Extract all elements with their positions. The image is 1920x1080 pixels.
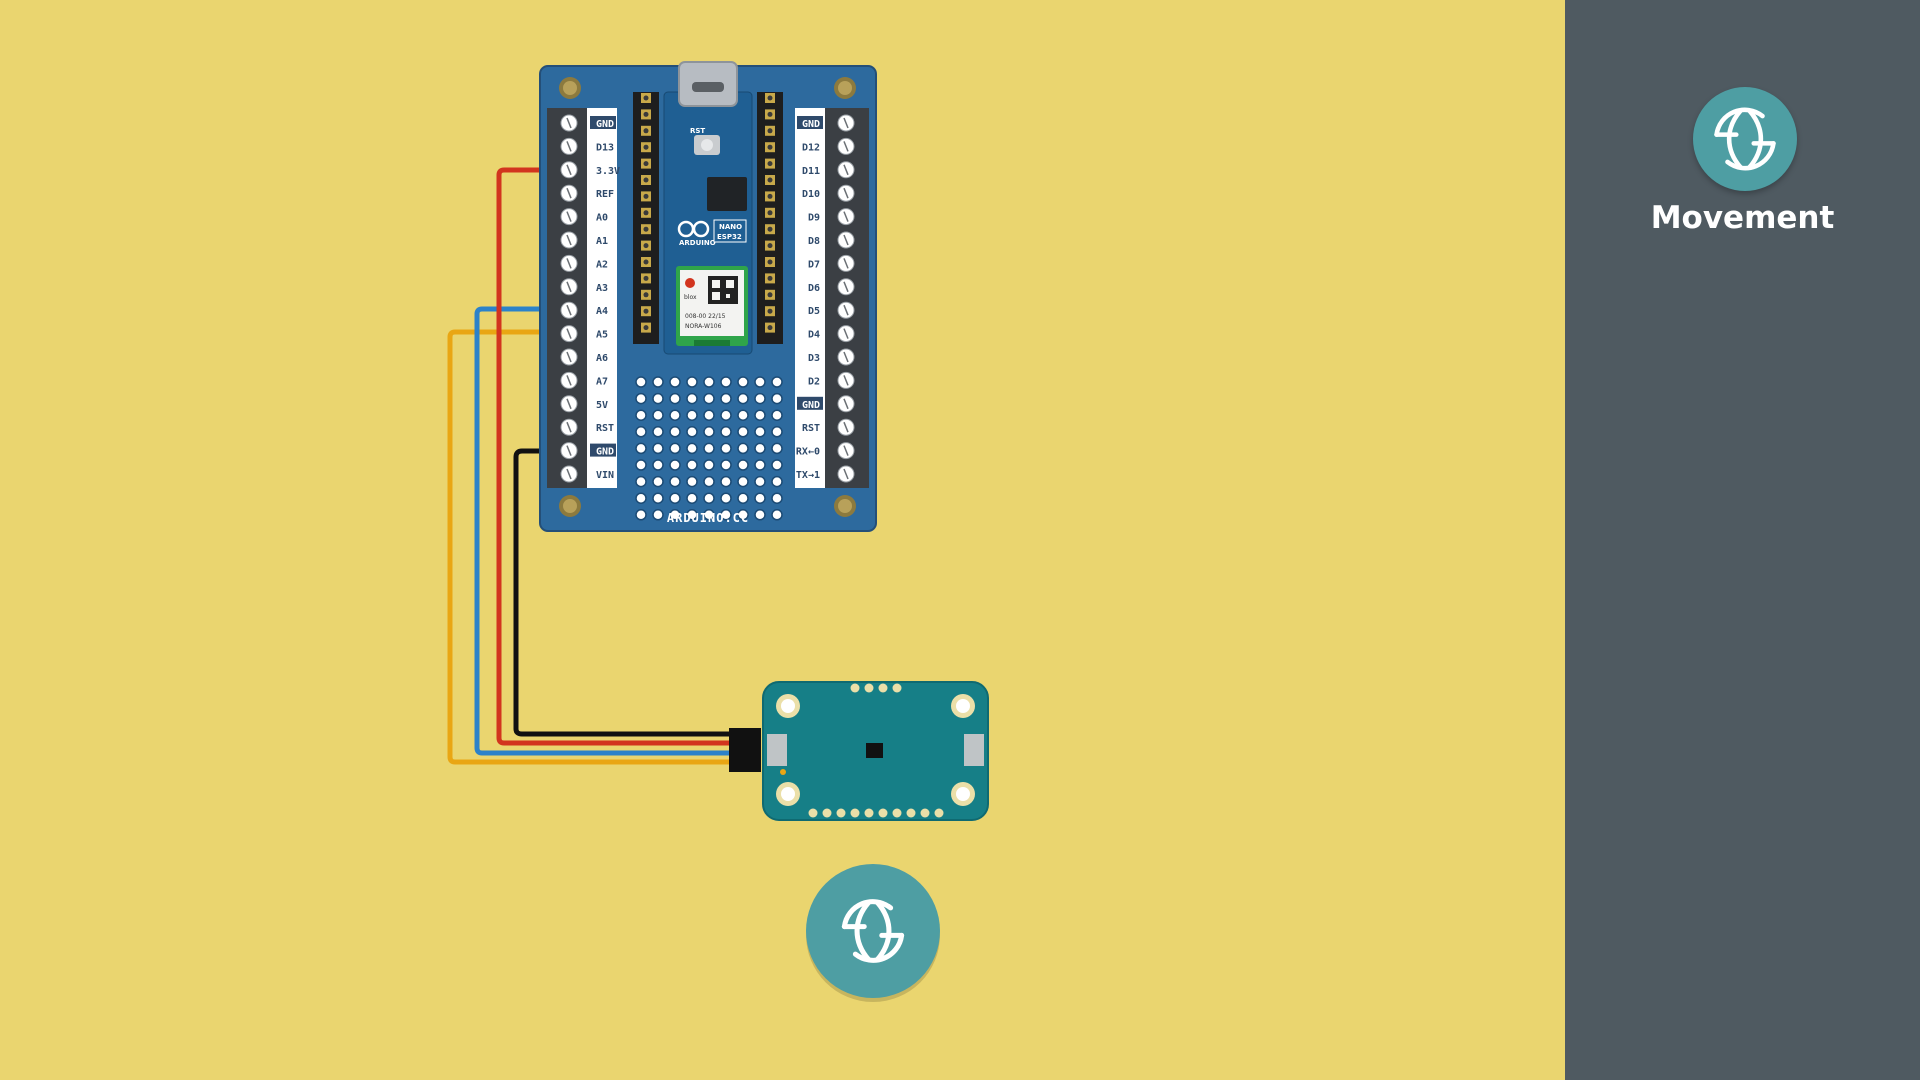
right-pin-label: D3 [808,353,820,364]
left-pin-label: GND [596,447,614,458]
sensor-bottom-pads [808,808,944,818]
right-pin-label: D11 [802,166,820,177]
right-pin-label: GND [802,119,820,130]
right-pin-label: D2 [808,376,820,387]
left-screw-terminals [560,114,578,483]
left-pin-label: A1 [596,236,608,247]
right-pin-label: RST [802,423,820,434]
right-pin-label: D5 [808,306,820,317]
movement-globe-icon [1714,107,1776,171]
module-model-line2: ESP32 [717,233,742,241]
right-pin-label: D10 [802,189,820,200]
board-caption: ARDUINO.CC [667,511,749,525]
left-pin-label: VIN [596,470,614,481]
right-pin-label: TX→1 [796,470,820,481]
right-pin-label: D7 [808,259,820,270]
rf-code: 008-00 22/15 [685,313,726,320]
right-pin-label: D12 [802,142,820,153]
left-pin-label: RST [596,423,614,434]
left-pin-label: A0 [596,213,608,224]
left-pin-label: A4 [596,306,608,317]
perfboard-holes [635,376,783,521]
wire-connector-plug [729,728,761,772]
left-pin-label: GND [596,119,614,130]
left-pin-label: D13 [596,142,614,153]
module-brand: ARDUINO [679,239,716,247]
mcu-chip [707,177,747,211]
rf-brand: blox [684,294,697,301]
left-pin-label: REF [596,189,614,200]
left-pin-label: 5V [596,400,608,411]
right-pin-label: GND [802,400,820,411]
right-pin-label: D4 [808,330,820,341]
rf-model: NORA-W106 [685,323,722,330]
sensor-right-connector [964,734,984,766]
header-pins [641,93,775,333]
right-pin-label: D6 [808,283,820,294]
blue-wire [474,306,732,756]
left-pin-label: A6 [596,353,608,364]
sensor-chip [866,743,883,758]
left-pin-label: 3.3V [596,166,620,177]
module-model-line1: NANO [719,223,742,231]
orange-wire [447,329,732,765]
sensor-top-pads [850,683,902,693]
red-wire [496,167,732,746]
arduino-logo-icon [677,220,710,238]
black-wire [513,448,732,737]
movement-globe-icon[interactable] [806,864,940,1002]
sidebar: Movement [1565,0,1920,1080]
movement-sensor-module [729,681,989,821]
sidebar-movement-label: Movement [1650,200,1835,236]
wires [447,167,732,765]
sidebar-movement-icon[interactable] [1693,87,1797,191]
right-screw-terminals [837,114,855,483]
left-pin-label: A7 [596,376,608,387]
right-pin-labels: GNDD12D11D10D9D8D7D6D5D4D3D2GNDRSTRX←0TX… [796,116,823,481]
sensor-left-connector [767,734,787,766]
left-pin-label: A5 [596,330,608,341]
reset-label: RST [690,127,705,135]
right-pin-label: RX←0 [796,447,820,458]
left-pin-label: A2 [596,259,608,270]
right-pin-label: D8 [808,236,820,247]
left-pin-label: A3 [596,283,608,294]
right-pin-label: D9 [808,213,820,224]
